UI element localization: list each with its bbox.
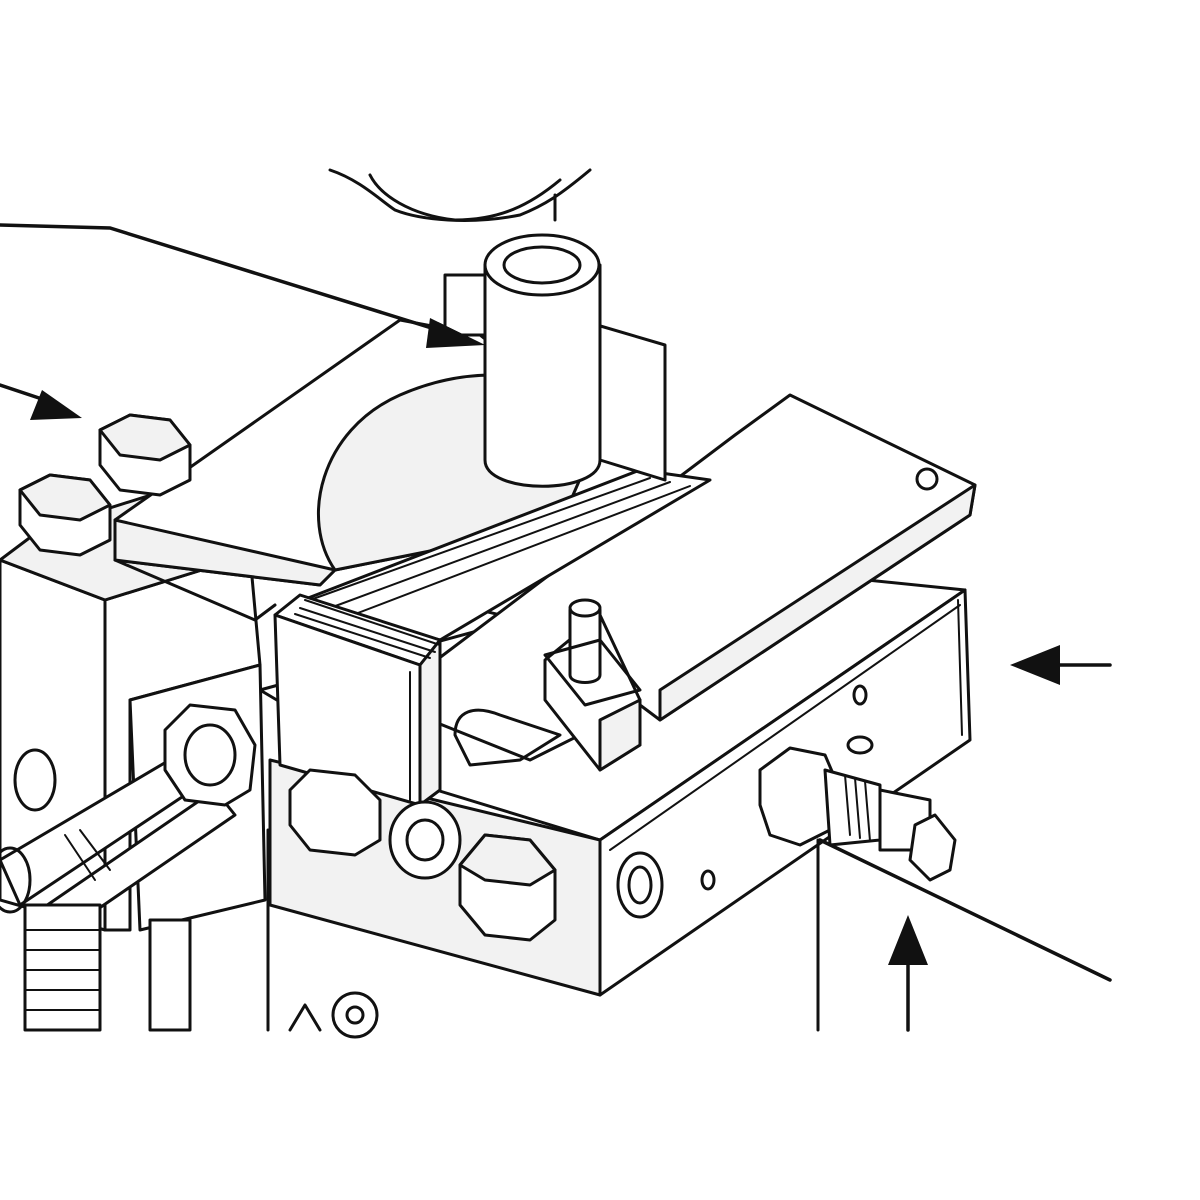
socket-head-screw	[388, 800, 462, 880]
side-fitting	[758, 735, 957, 882]
bottom-fragment	[288, 991, 379, 1039]
top-hoses	[328, 168, 592, 222]
hex-bolt-bottom-2	[458, 833, 557, 942]
leader-line-5	[816, 838, 1112, 1032]
pointer-arrow-icon	[888, 915, 928, 965]
leader-arrow-1	[0, 223, 485, 348]
pointer-arrow-icon	[30, 390, 82, 420]
threaded-rod	[0, 703, 257, 937]
locating-pin	[543, 598, 642, 707]
pointer-arrow-icon	[1010, 645, 1060, 685]
vertical-pin	[443, 233, 667, 488]
leader-arrow-2	[0, 383, 82, 420]
front-face-screw	[616, 684, 868, 919]
leader-arrow-4	[888, 915, 928, 1032]
hex-bolt-top-1	[98, 413, 192, 497]
leader-arrow-3	[1010, 645, 1112, 685]
hex-bolt-bottom-1	[288, 768, 382, 857]
pusher-block	[273, 593, 442, 807]
hex-bolt-top-2	[18, 473, 112, 557]
ribbed-fitting	[0, 748, 102, 1032]
